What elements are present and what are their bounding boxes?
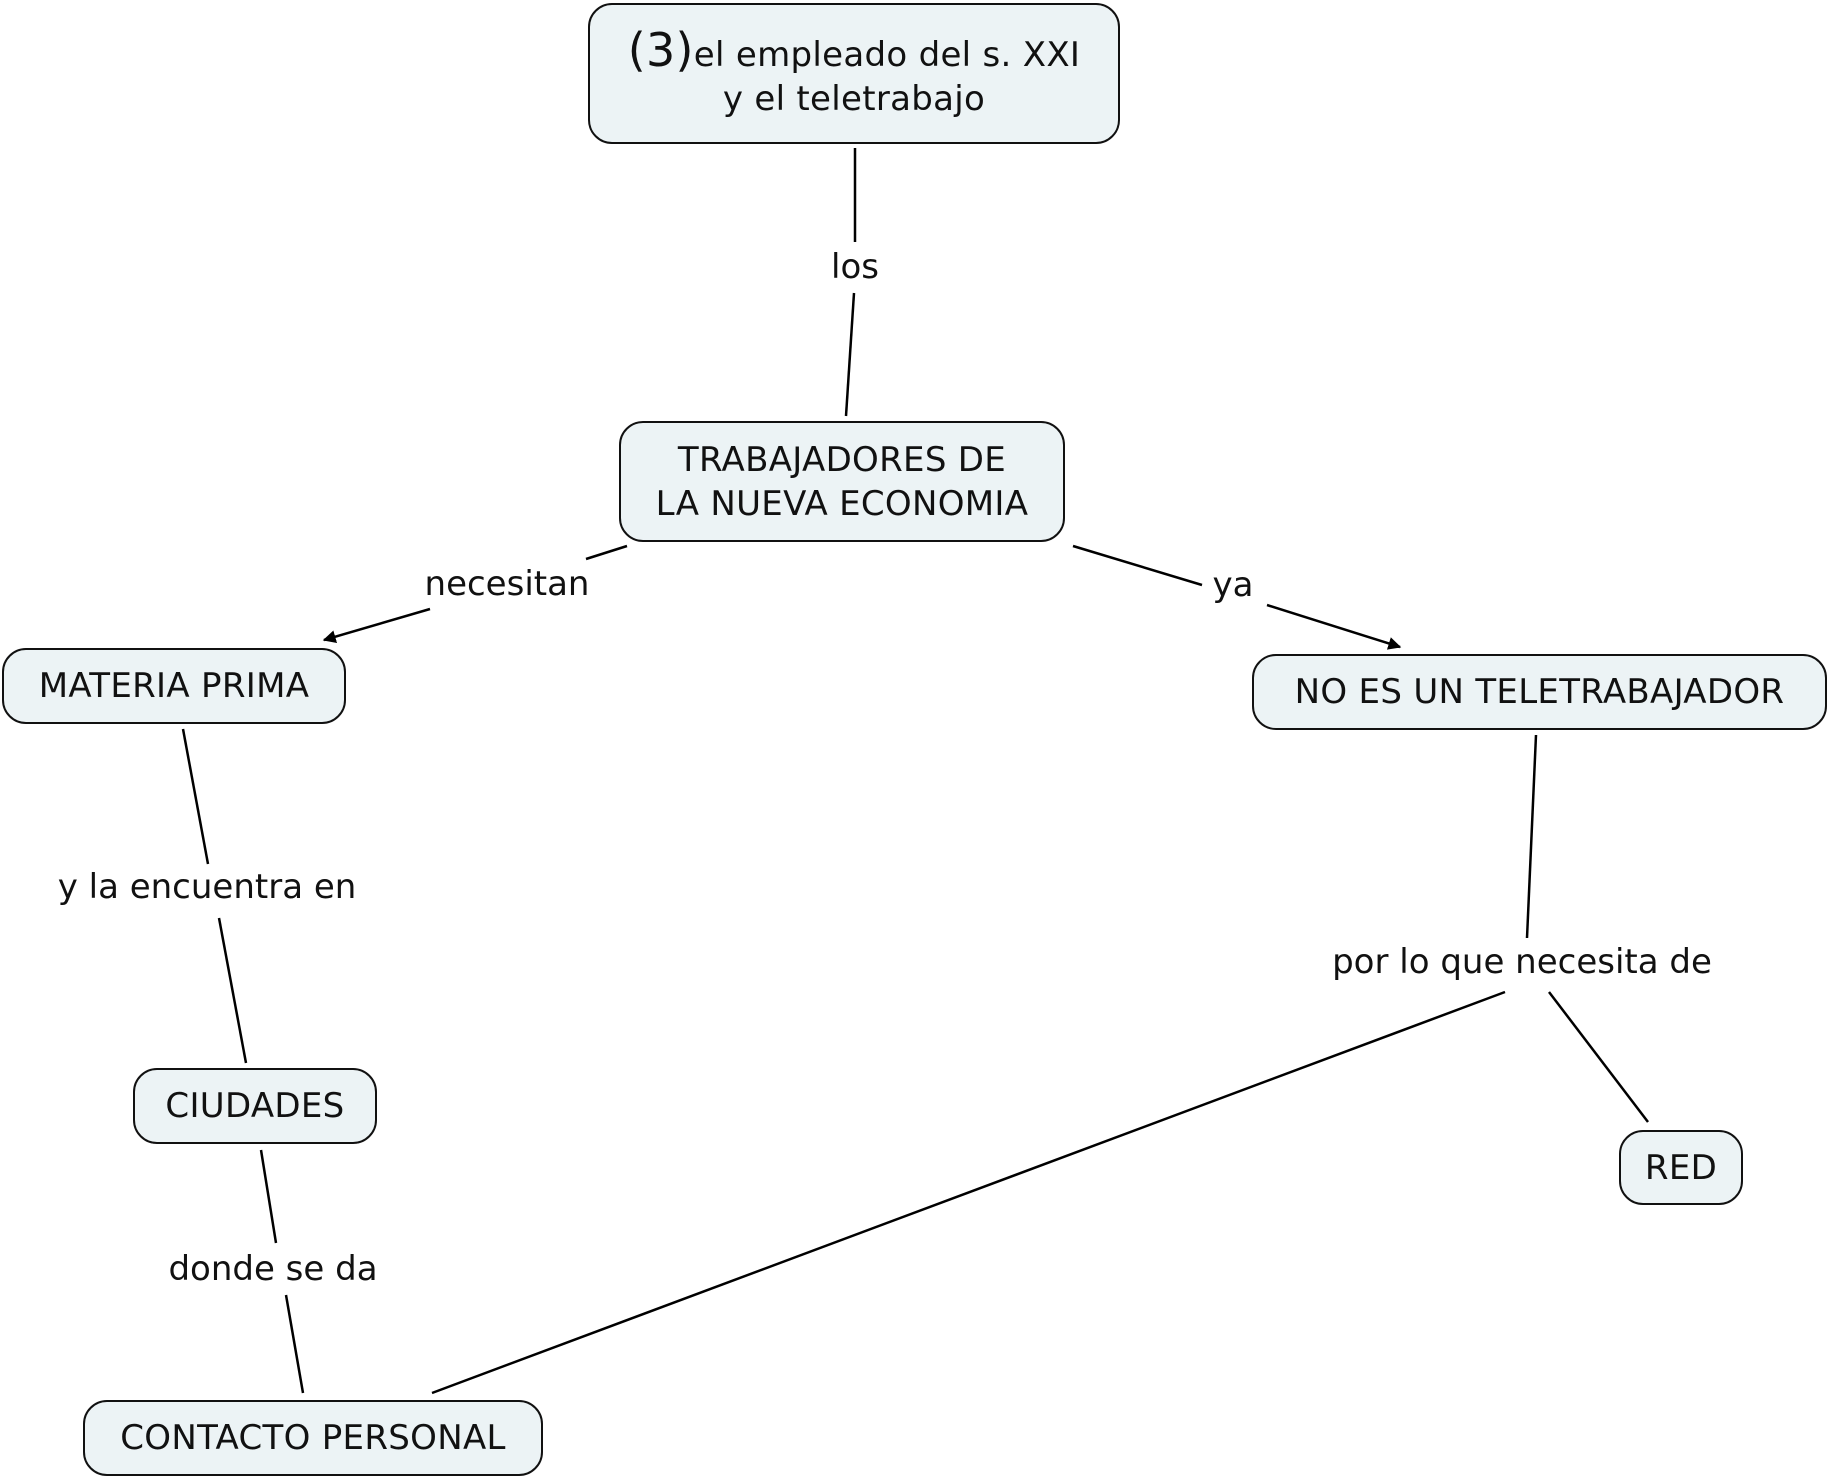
concept-ciudades[interactable]: CIUDADES [133, 1068, 377, 1144]
link-label-ya: ya [1208, 565, 1258, 605]
title-text-1: el empleado del s. XXI [693, 35, 1081, 75]
line-ya-to-teletrabajador [1266, 603, 1402, 650]
title-text-2: y el teletrabajo [722, 79, 986, 119]
red-label: RED [1644, 1147, 1718, 1188]
trabajadores-line-1: TRABAJADORES DE [677, 439, 1007, 480]
concept-title[interactable]: (3)el empleado del s. XXI y el teletraba… [588, 3, 1120, 144]
line-trabajadores-to-ya [1072, 544, 1203, 587]
concept-contacto-personal[interactable]: CONTACTO PERSONAL [83, 1400, 543, 1476]
concept-trabajadores[interactable]: TRABAJADORES DE LA NUEVA ECONOMIA [619, 421, 1065, 542]
link-label-por-lo-que-necesita-de: por lo que necesita de [1328, 942, 1716, 982]
link-label-necesitan: necesitan [420, 564, 594, 604]
concept-red[interactable]: RED [1619, 1130, 1743, 1205]
link-label-los: los [827, 247, 883, 287]
line-teletrabajador-to-label [1525, 734, 1538, 939]
line-necesitan-to-materia-prima [322, 607, 431, 643]
line-label-to-contacto-personal [284, 1294, 305, 1394]
line-materia-prima-to-label [181, 728, 210, 865]
title-line-1: (3)el empleado del s. XXI [628, 26, 1081, 77]
line-los-to-trabajadores [844, 292, 856, 417]
trabajadores-line-2: LA NUEVA ECONOMIA [655, 483, 1029, 524]
concept-no-es-un-teletrabajador[interactable]: NO ES UN TELETRABAJADOR [1252, 654, 1827, 730]
link-label-donde-se-da: donde se da [164, 1249, 382, 1289]
line-label-to-red [1548, 991, 1649, 1123]
line-ciudades-to-label [259, 1149, 278, 1244]
teletrabajador-label: NO ES UN TELETRABAJADOR [1294, 672, 1785, 712]
line-label-to-contacto [431, 990, 1506, 1395]
line-label-to-ciudades [217, 917, 248, 1064]
materia-prima-label: MATERIA PRIMA [38, 666, 310, 706]
concept-materia-prima[interactable]: MATERIA PRIMA [2, 648, 346, 724]
link-label-y-la-encuentra-en: y la encuentra en [53, 867, 361, 907]
ciudades-label: CIUDADES [165, 1086, 345, 1126]
contacto-personal-label: CONTACTO PERSONAL [120, 1418, 506, 1458]
line-trabajadores-to-necesitan [585, 544, 628, 561]
title-number: (3) [627, 23, 694, 77]
